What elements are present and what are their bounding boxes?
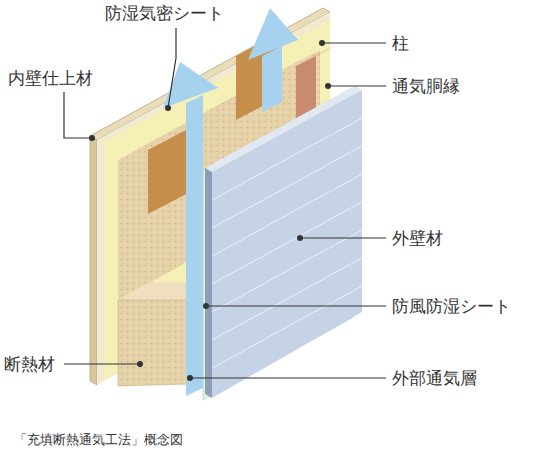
airspace-label: 外部通気層 bbox=[392, 368, 477, 388]
insulation-label: 断熱材 bbox=[4, 354, 55, 374]
figure-caption: 「充填断熱通気工法」概念図 bbox=[14, 432, 183, 448]
pillar-label: 柱 bbox=[392, 33, 409, 53]
finish-label: 内壁仕上材 bbox=[8, 68, 93, 88]
barrier-label: 防風防湿シート bbox=[392, 296, 511, 316]
siding-label: 外壁材 bbox=[392, 228, 443, 248]
batten-label: 通気胴縁 bbox=[392, 76, 460, 96]
sheet-label: 防湿気密シート bbox=[105, 3, 224, 23]
